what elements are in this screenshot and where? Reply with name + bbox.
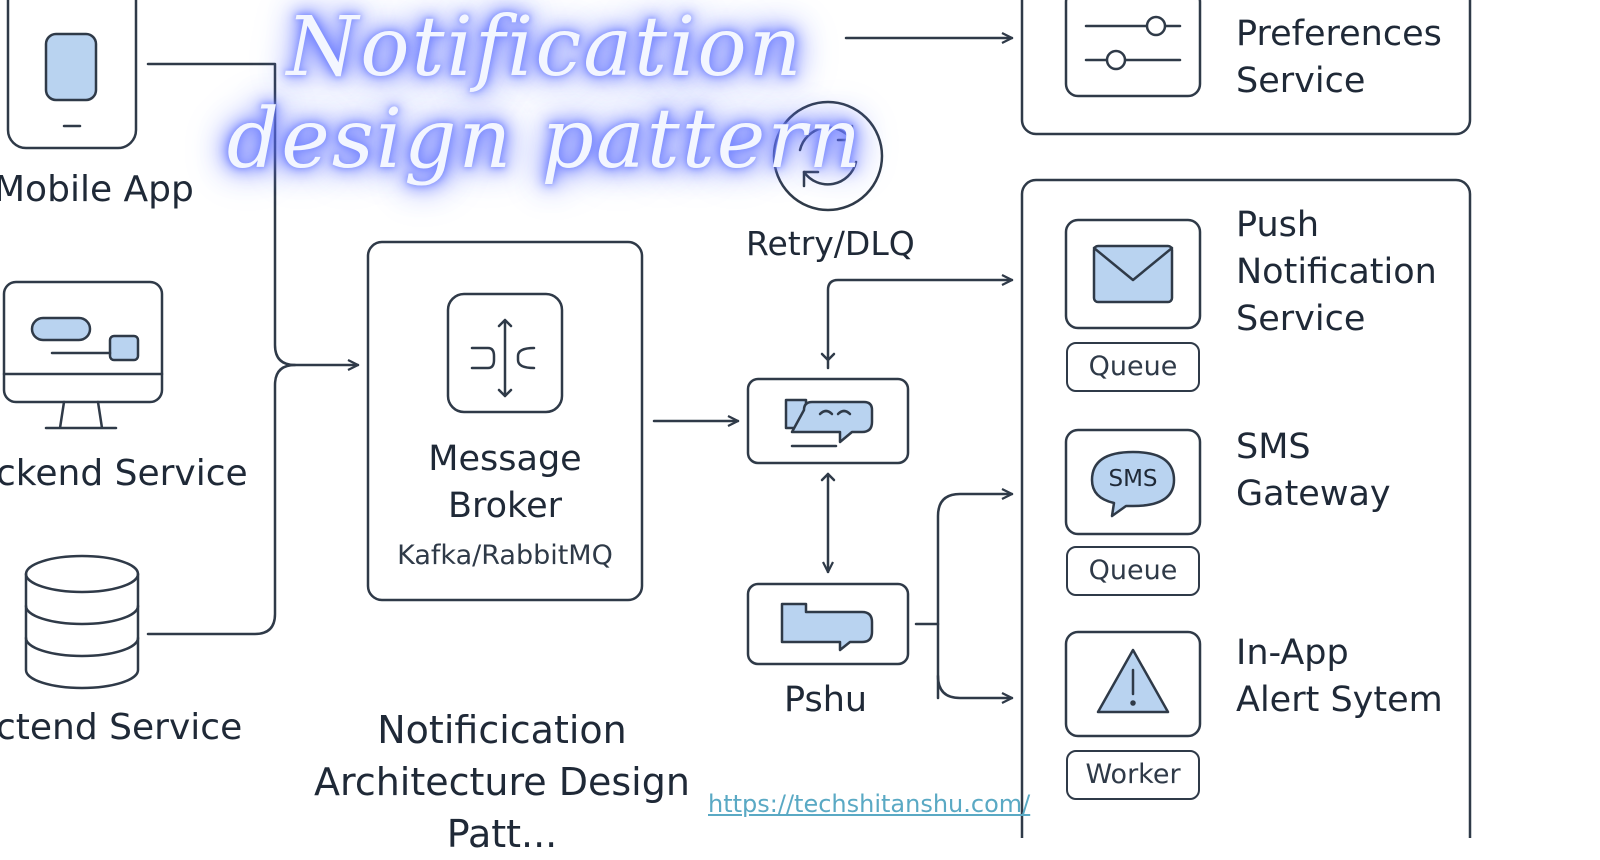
inapp-line2: Alert Sytem xyxy=(1236,680,1443,720)
caption-line2: Architecture Design xyxy=(314,760,690,804)
monitor-icon xyxy=(2,280,164,430)
inapp-worker-tag: Worker xyxy=(1066,750,1200,800)
dispatcher-label: Pshu xyxy=(784,680,868,720)
push-service-label: Push Notification Service xyxy=(1236,202,1437,343)
preferences-label: User Preferences Service xyxy=(1236,0,1442,105)
connector-to-inapp xyxy=(936,674,1014,698)
retry-label: Retry/DLQ xyxy=(746,224,915,263)
queue-processor-box xyxy=(746,377,910,465)
push-dispatcher-box xyxy=(746,582,910,666)
sliders-icon xyxy=(1064,0,1202,98)
retry-icon xyxy=(772,100,884,212)
sms-bubble-icon-tile xyxy=(1064,428,1202,536)
push-queue-tag: Queue xyxy=(1066,342,1200,392)
push-line3: Service xyxy=(1236,299,1366,339)
push-line1: Push xyxy=(1236,205,1320,245)
warning-icon-tile xyxy=(1064,630,1202,738)
diagram-caption: Notificication Architecture Design Patt.… xyxy=(292,704,712,860)
source-label-mobile: Mobile App xyxy=(0,169,194,210)
broker-sub-label: Kafka/RabbitMQ xyxy=(397,540,613,571)
sms-gateway-label: SMS Gateway xyxy=(1236,424,1391,518)
push-line2: Notification xyxy=(1236,252,1437,292)
caption-line1: Notificication xyxy=(377,708,627,752)
connector-db xyxy=(146,363,297,636)
database-icon xyxy=(24,554,140,690)
source-url-link[interactable]: https://techshitanshu.com/ xyxy=(708,790,1031,818)
preferences-line2: Preferences xyxy=(1236,14,1442,54)
sms-line2: Gateway xyxy=(1236,474,1391,514)
preferences-line1: User xyxy=(1236,0,1442,11)
inapp-line1: In-App xyxy=(1236,633,1349,673)
source-label-backend: ckend Service xyxy=(0,453,248,494)
architecture-diagram xyxy=(2,0,1472,838)
preferences-card xyxy=(1020,0,1472,136)
page-title: Notification design pattern xyxy=(226,0,864,187)
broker-label: Message Broker xyxy=(368,436,642,530)
dispatcher-chat-icon xyxy=(780,602,874,652)
sms-queue-tag: Queue xyxy=(1066,546,1200,596)
channels-card xyxy=(1020,178,1472,838)
broker-label-line2: Broker xyxy=(448,486,562,526)
broker-icon xyxy=(446,292,564,414)
source-label-db: ctend Service xyxy=(0,707,243,748)
connector-retry xyxy=(826,280,1014,370)
caption-line3: Patt... xyxy=(446,812,558,856)
queue-chat-icon xyxy=(784,398,874,448)
sms-line1: SMS xyxy=(1236,427,1311,467)
connector-to-sms xyxy=(936,494,1014,700)
envelope-icon-tile xyxy=(1064,218,1202,330)
sms-icon-text: SMS xyxy=(1108,466,1158,492)
broker-label-line1: Message xyxy=(428,439,582,479)
broker-card xyxy=(366,240,644,602)
preferences-line3: Service xyxy=(1236,61,1366,101)
mobile-app-icon xyxy=(6,0,138,150)
inapp-alert-label: In-App Alert Sytem xyxy=(1236,630,1443,724)
